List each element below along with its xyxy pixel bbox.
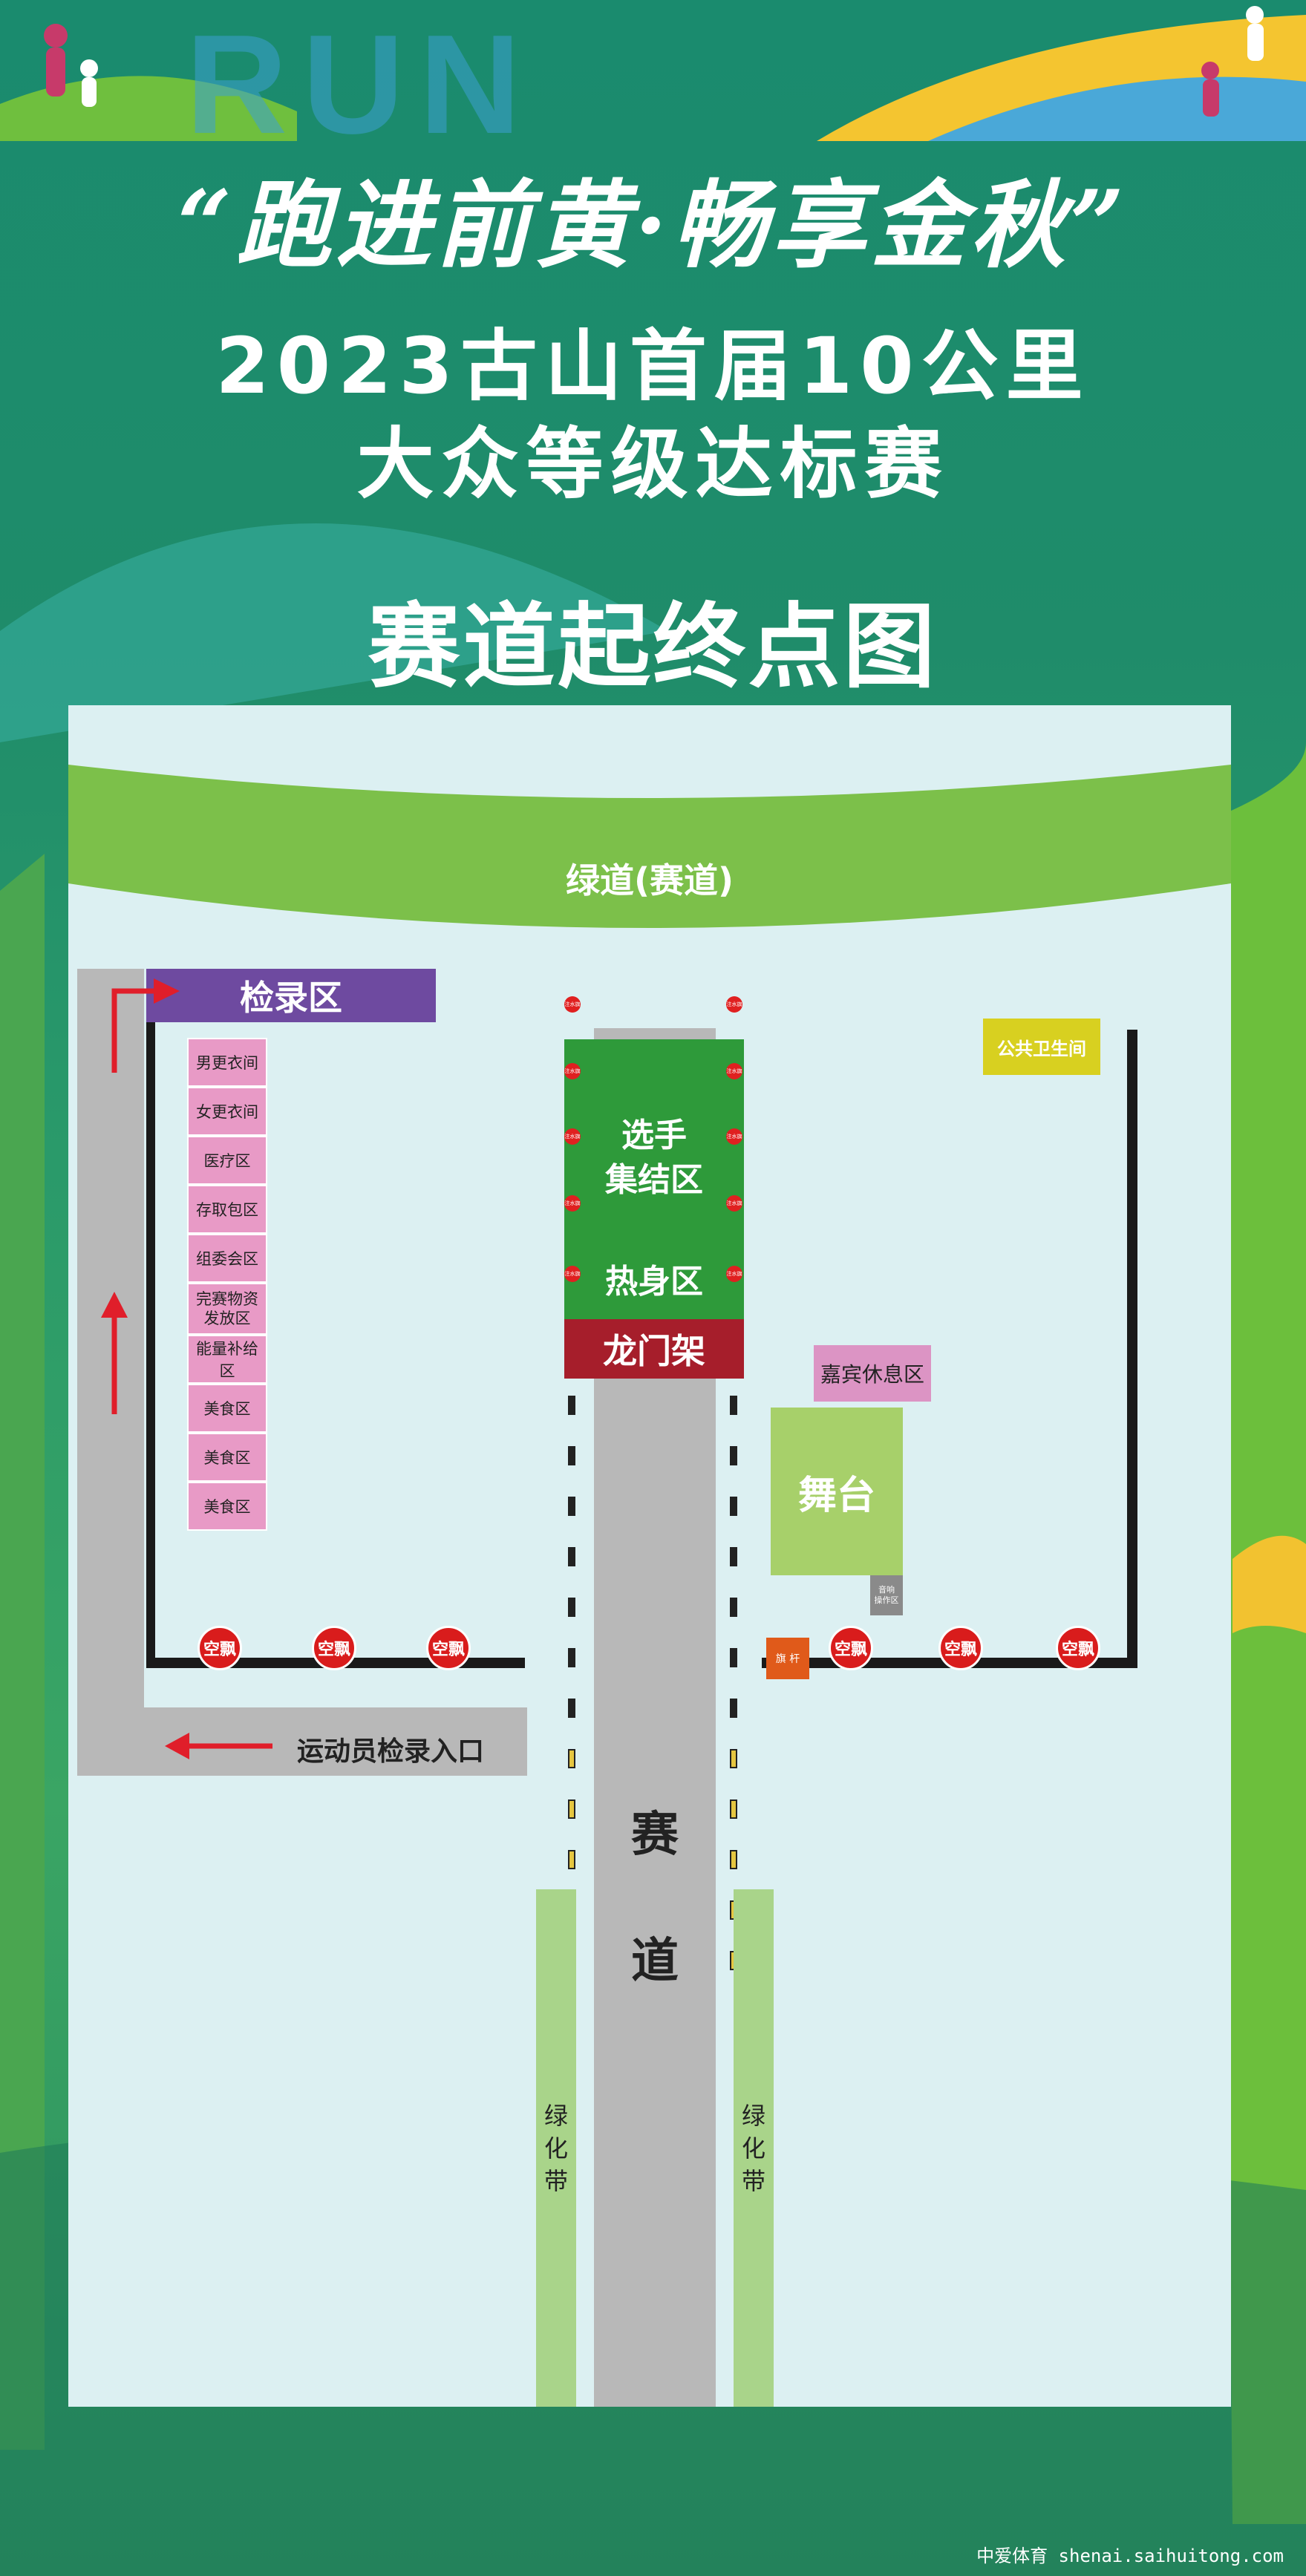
- public-toilet: 公共卫生间: [983, 1019, 1100, 1075]
- balloon: 空飘: [938, 1626, 983, 1670]
- balloon: 空飘: [312, 1626, 356, 1670]
- assembly-area-label: 选手 集结区: [605, 1117, 703, 1199]
- service-zone-column: 男更衣间 女更衣间 医疗区 存取包区 组委会区 完赛物资 发放区 能量补给区 美…: [187, 1038, 267, 1531]
- zone-bag-storage: 存取包区: [187, 1185, 267, 1234]
- start-arch: 龙门架: [564, 1319, 744, 1379]
- zone-medical: 医疗区: [187, 1136, 267, 1185]
- flag-pillar: 注水旗: [726, 1266, 742, 1282]
- flag-pillar: 注水旗: [564, 996, 581, 1013]
- zone-finisher-supplies: 完赛物资 发放区: [187, 1283, 267, 1335]
- track-label-1: 赛: [631, 1808, 679, 1863]
- zone-male-changing: 男更衣间: [187, 1038, 267, 1087]
- assembly-area: [564, 1039, 744, 1329]
- balloon: 空飘: [426, 1626, 471, 1670]
- run-watermark-text: RUN: [186, 6, 536, 163]
- event-slogan: “跑进前黄·畅享金秋”: [177, 170, 1129, 281]
- greenway-arc: [68, 765, 1231, 928]
- barrier-posts-left: [568, 1396, 575, 1970]
- flag-pillar: 注水旗: [564, 1195, 581, 1212]
- zone-food-1: 美食区: [187, 1384, 267, 1433]
- zone-female-changing: 女更衣间: [187, 1087, 267, 1136]
- flag-pillar: 注水旗: [726, 1128, 742, 1145]
- left-barrier: [146, 969, 155, 1667]
- greenway-label: 绿道(赛道): [565, 860, 734, 900]
- warmup-area-label: 热身区: [605, 1263, 703, 1301]
- flag-pillar: 注水旗: [564, 1063, 581, 1079]
- green-belt-left: 绿 化 带: [536, 1889, 576, 2407]
- balloon: 空飘: [197, 1626, 242, 1670]
- stage: 舞台: [771, 1408, 903, 1575]
- entrance-lane: [77, 1707, 527, 1776]
- sound-control-area: 音响 操作区: [870, 1575, 903, 1615]
- flag-pillar: 注水旗: [726, 996, 742, 1013]
- zone-committee: 组委会区: [187, 1234, 267, 1283]
- checkin-lane: [77, 969, 144, 1742]
- event-title-line2: 大众等级达标赛: [356, 419, 950, 509]
- right-barrier: [1127, 1030, 1137, 1668]
- barrier-posts-right: [730, 1396, 737, 1970]
- balloon: 空飘: [1056, 1626, 1100, 1670]
- balloon: 空飘: [829, 1626, 873, 1670]
- map-title: 赛道起终点图: [368, 594, 938, 701]
- flag-pillar: 注水旗: [564, 1128, 581, 1145]
- flag-pillar: 注水旗: [726, 1063, 742, 1079]
- flagpole: 旗 杆: [766, 1638, 809, 1679]
- watermark: 中爱体育 shenai.saihuitong.com: [976, 2546, 1284, 2566]
- vip-lounge: 嘉宾休息区: [814, 1345, 931, 1402]
- checkin-entrance-label: 运动员检录入口: [297, 1736, 485, 1767]
- checkin-area: 检录区: [146, 969, 436, 1022]
- green-belt-right: 绿 化 带: [734, 1889, 774, 2407]
- event-title-line1: 2023古山首届10公里: [215, 321, 1091, 411]
- zone-food-3: 美食区: [187, 1482, 267, 1531]
- flag-pillar: 注水旗: [564, 1266, 581, 1282]
- track-label-2: 道: [631, 1934, 679, 1989]
- flag-pillar: 注水旗: [726, 1195, 742, 1212]
- course-map: 绿道(赛道) 检录区 运动员检录入口 男更衣间 女更衣间 医疗区 存取包区 组委…: [68, 705, 1231, 2407]
- zone-food-2: 美食区: [187, 1433, 267, 1482]
- zone-energy-supply: 能量补给区: [187, 1335, 267, 1384]
